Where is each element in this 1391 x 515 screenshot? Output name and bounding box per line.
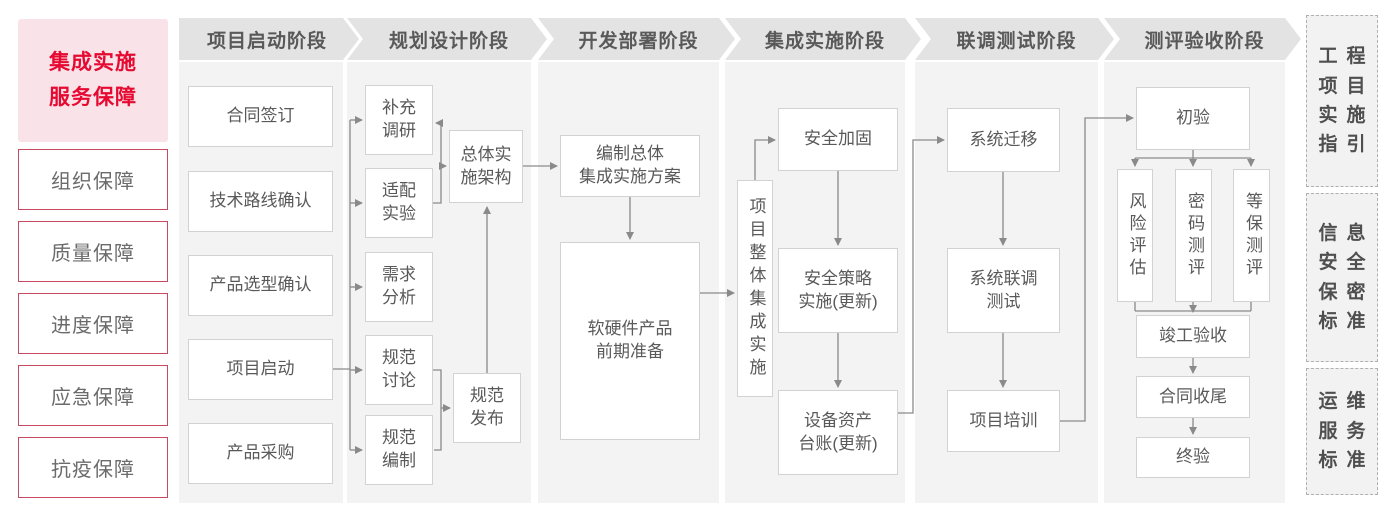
standard-om-service: 运维 服务 标准 (1306, 368, 1378, 495)
node-security-policy-implementation: 安全策略 实施(更新) (778, 248, 898, 333)
node-contract-signing: 合同签订 (188, 86, 333, 147)
phase-header-testing: 联调测试阶段 (915, 18, 1114, 60)
node-contract-closure: 合同收尾 (1136, 376, 1250, 418)
phase-header-planning: 规划设计阶段 (347, 18, 547, 60)
standard-project-implementation-guide: 工程 项目 实施 指引 (1306, 15, 1378, 187)
node-risk-assessment: 风险评估 (1117, 169, 1153, 302)
node-spec-drafting: 规范 编制 (365, 415, 433, 485)
node-product-selection-confirmation: 产品选型确认 (188, 255, 333, 316)
node-system-migration: 系统迁移 (947, 108, 1060, 172)
node-crypto-evaluation: 密码测评 (1175, 169, 1212, 302)
node-product-procurement: 产品采购 (188, 423, 333, 484)
node-spec-release: 规范 发布 (453, 373, 521, 443)
node-project-kickoff: 项目启动 (188, 339, 333, 400)
guarantee-item-emergency: 应急保障 (18, 365, 168, 426)
node-spec-discussion: 规范 讨论 (365, 335, 433, 405)
node-overall-integration-implementation: 项目整体集成实施 (737, 180, 773, 397)
standard-infosec-confidentiality: 信息 安全 保密 标准 (1306, 193, 1378, 362)
guarantee-item-quality: 质量保障 (18, 221, 168, 282)
guarantee-item-schedule: 进度保障 (18, 293, 168, 354)
node-completion-acceptance: 竣工验收 (1136, 315, 1250, 358)
node-initial-acceptance: 初验 (1136, 87, 1250, 150)
service-guarantee-title: 集成实施 服务保障 (18, 19, 168, 142)
node-asset-ledger-update: 设备资产 台账(更新) (778, 390, 898, 475)
node-mlps-evaluation: 等保测评 (1233, 169, 1270, 302)
phase-header-acceptance: 测评验收阶段 (1104, 18, 1301, 60)
node-overall-integration-plan: 编制总体 集成实施方案 (560, 135, 700, 197)
node-supplementary-research: 补充 调研 (365, 85, 433, 155)
node-joint-debugging-test: 系统联调 测试 (947, 248, 1060, 333)
node-adaptation-testing: 适配 实验 (365, 168, 433, 238)
node-final-acceptance: 终验 (1136, 437, 1250, 478)
node-overall-implementation-architecture: 总体实 施架构 (449, 130, 523, 203)
guarantee-item-epidemic: 抗疫保障 (18, 437, 168, 498)
node-project-training: 项目培训 (947, 390, 1060, 452)
guarantee-item-organization: 组织保障 (18, 149, 168, 210)
node-security-hardening: 安全加固 (778, 108, 898, 171)
node-hw-sw-preparation: 软硬件产品 前期准备 (560, 242, 700, 440)
phase-header-integration: 集成实施阶段 (725, 18, 921, 60)
phase-header-kickoff: 项目启动阶段 (179, 18, 359, 60)
phase-header-deployment: 开发部署阶段 (538, 18, 735, 60)
node-tech-route-confirmation: 技术路线确认 (188, 171, 333, 232)
node-requirement-analysis: 需求 分析 (365, 252, 433, 322)
